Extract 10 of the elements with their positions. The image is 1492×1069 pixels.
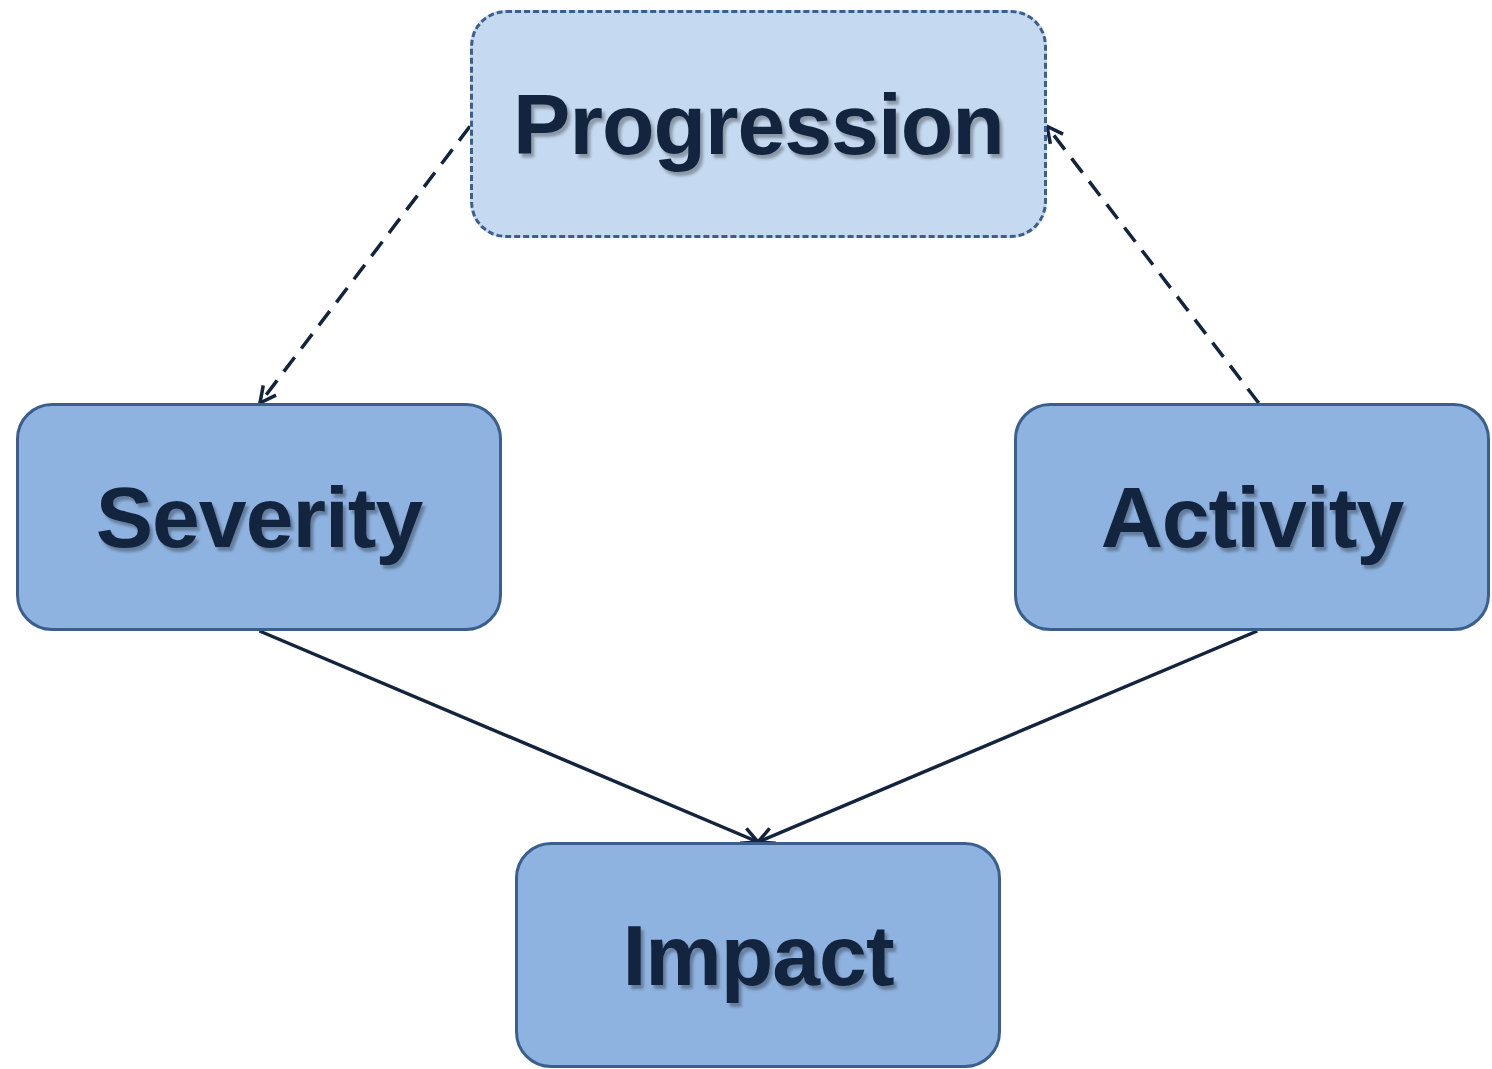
process-box xyxy=(16,403,502,631)
process-box xyxy=(515,842,1001,1068)
process-box xyxy=(470,10,1047,238)
arrow xyxy=(258,125,472,405)
node-label: Severity xyxy=(95,467,423,567)
node-label: Activity xyxy=(1100,467,1404,567)
node-label: Impact xyxy=(622,905,894,1005)
process-box xyxy=(1014,403,1490,631)
node-label: Progression xyxy=(513,74,1004,174)
arrow xyxy=(1045,124,1261,405)
